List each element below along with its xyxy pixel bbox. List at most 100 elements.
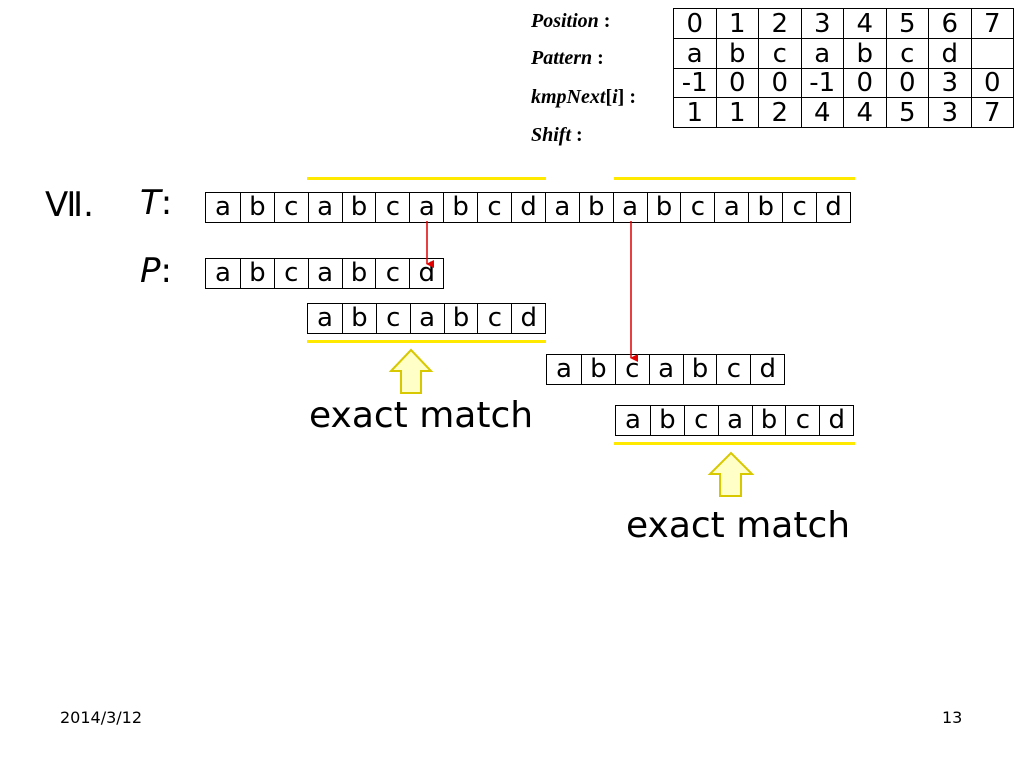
exact-match-label: exact match	[626, 505, 851, 546]
text-char: a	[612, 193, 647, 222]
text-char: a	[214, 192, 231, 222]
position-label: Position :	[531, 10, 611, 32]
exact-match-label: exact match	[309, 395, 534, 436]
pattern-char: a	[316, 303, 333, 333]
table-cell: b	[715, 38, 759, 69]
table-cell: c	[758, 38, 802, 69]
footer-date: 2014/3/12	[60, 708, 143, 727]
table-cell: 0	[758, 68, 802, 98]
text-char: b	[748, 193, 782, 222]
pattern-string: a b c a b c d	[307, 303, 547, 334]
kmpnext-row: -1 0 0 -1 0 0 3 0	[673, 68, 1014, 98]
pattern-char: a	[409, 304, 444, 333]
pattern-char: b	[239, 259, 274, 288]
pattern-char: a	[555, 354, 572, 384]
text-char: b	[578, 193, 613, 222]
pattern-char: b	[580, 355, 615, 384]
pattern-char: b	[649, 406, 684, 435]
pattern-row-label: P:	[140, 251, 172, 291]
pattern-string: a b c a b c d	[615, 405, 855, 436]
pattern-char: d	[511, 304, 545, 333]
table-cell: 7	[970, 8, 1014, 39]
kmp-table: 0 1 2 3 4 5 6 7 a b c a b c d -1 0 0 -1 …	[673, 8, 1014, 128]
table-cell: 5	[885, 8, 929, 39]
table-cell: 1	[715, 8, 759, 39]
text-char: a	[714, 193, 748, 222]
footer-page-number: 13	[942, 708, 963, 727]
text-char: b	[443, 193, 477, 222]
up-arrow-icon	[388, 348, 434, 394]
text-char: a	[544, 193, 579, 222]
table-cell: 1	[715, 97, 759, 128]
table-cell: 3	[928, 97, 972, 128]
table-cell: 0	[715, 68, 759, 98]
table-cell: d	[928, 38, 972, 69]
table-cell: c	[885, 38, 929, 69]
table-cell: a	[800, 38, 844, 69]
pattern-string: a b c a b c d	[546, 354, 786, 385]
pattern-char: a	[624, 405, 641, 435]
table-cell: 0	[843, 68, 887, 98]
text-string: a b c a b c a b c d a b a b c a b c d	[205, 192, 851, 223]
pattern-row: a b c a b c d	[673, 38, 1014, 69]
text-char: d	[816, 193, 850, 222]
text-char: b	[341, 193, 376, 222]
pattern-char: c	[683, 406, 718, 435]
pattern-label: Pattern :	[531, 47, 604, 69]
text-char: a	[307, 193, 342, 222]
pattern-char: c	[477, 304, 511, 333]
pattern-char: a	[307, 259, 342, 288]
pattern-char: b	[751, 406, 786, 435]
step-label: Ⅶ.	[45, 185, 94, 225]
table-cell: 4	[800, 97, 844, 128]
pattern-char: d	[819, 406, 853, 435]
shift-label: Shift :	[531, 124, 583, 146]
pattern-char: a	[717, 406, 752, 435]
highlight-line	[307, 177, 546, 180]
table-cell: 4	[843, 97, 887, 128]
highlight-line	[614, 177, 855, 180]
pattern-char: d	[750, 355, 784, 384]
position-row: 0 1 2 3 4 5 6 7	[673, 8, 1014, 39]
table-cell: 0	[885, 68, 929, 98]
pattern-char: b	[341, 259, 376, 288]
pattern-char: c	[716, 355, 750, 384]
pattern-char: b	[341, 304, 376, 333]
shift-row: 1 1 2 4 4 5 3 7	[673, 97, 1014, 128]
text-char: b	[646, 193, 681, 222]
table-cell: 5	[885, 97, 929, 128]
text-char: a	[409, 193, 443, 222]
highlight-line	[307, 340, 546, 343]
table-cell: 4	[843, 8, 887, 39]
pattern-char: c	[375, 259, 409, 288]
pattern-char: c	[375, 304, 410, 333]
kmpnext-label: kmpNext[i] :	[531, 86, 637, 108]
pattern-char: a	[214, 258, 231, 288]
text-char: d	[511, 193, 545, 222]
table-cell	[970, 38, 1014, 69]
pattern-char: b	[682, 355, 717, 384]
text-char: c	[273, 193, 308, 222]
table-cell: a	[673, 38, 717, 69]
table-cell: 0	[673, 8, 717, 39]
text-char: c	[782, 193, 816, 222]
table-cell: -1	[673, 68, 717, 98]
text-char: c	[477, 193, 511, 222]
table-cell: 3	[800, 8, 844, 39]
text-char: b	[239, 193, 274, 222]
table-cell: 2	[758, 97, 802, 128]
text-label: T:	[140, 183, 173, 223]
text-char: c	[375, 193, 409, 222]
table-cell: b	[843, 38, 887, 69]
text-char: c	[680, 193, 714, 222]
up-arrow-icon	[707, 451, 755, 497]
pattern-char: c	[785, 406, 819, 435]
pattern-string: a b c a b c d	[205, 258, 445, 289]
table-cell: 7	[970, 97, 1014, 128]
table-cell: 3	[928, 68, 972, 98]
pattern-char: b	[443, 304, 478, 333]
highlight-line	[614, 442, 855, 445]
table-cell: 1	[673, 97, 717, 128]
pattern-char: a	[648, 355, 683, 384]
